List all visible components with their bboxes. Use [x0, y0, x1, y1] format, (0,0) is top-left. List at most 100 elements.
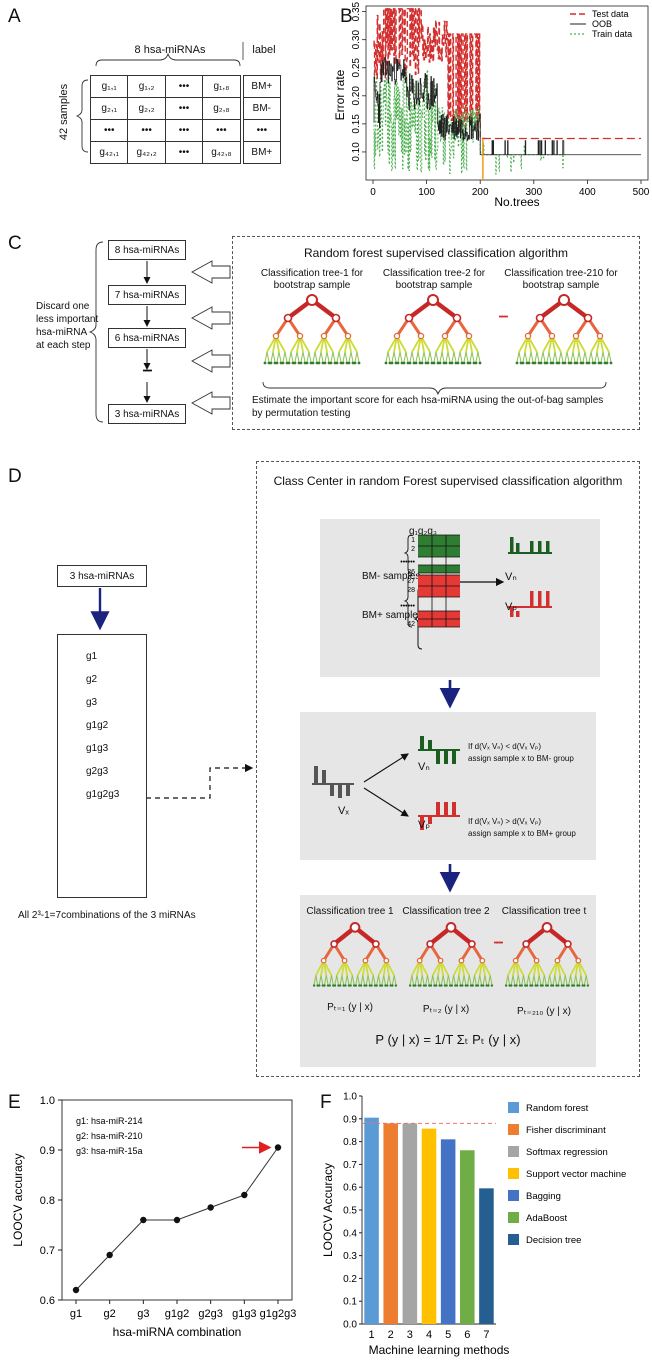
rule-bm-minus-action: assign sample x to BM- group	[468, 754, 574, 763]
legend-label: Fisher discriminant	[526, 1125, 606, 1136]
tree-leaf	[581, 984, 584, 987]
bm-minus-row-26	[418, 565, 460, 573]
step-box-7: 7 hsa-miRNAs	[108, 285, 186, 305]
rule-bm-minus: If d(Vₓ Vₙ) < d(Vₓ Vₚ)assign sample x to…	[468, 741, 574, 765]
tree-branch	[314, 351, 318, 363]
tree-branch	[429, 351, 433, 363]
tree-leaf	[379, 984, 382, 987]
tree-branch	[463, 975, 467, 985]
tree-node	[320, 332, 328, 340]
tree-node	[330, 940, 338, 948]
tree-leaf	[490, 984, 494, 987]
y-tick-label: 0.20	[351, 86, 362, 106]
tree-branch	[430, 975, 434, 985]
tree-leaf	[428, 984, 431, 987]
tree-node	[583, 313, 593, 323]
tree-node	[575, 957, 582, 964]
bar-6	[460, 1150, 475, 1324]
tree-leaf	[515, 984, 518, 987]
tree-leaf	[323, 361, 327, 365]
tree-branch	[445, 351, 449, 363]
table-row: •••••••••••••••	[90, 119, 282, 142]
tree-leaf	[287, 361, 291, 365]
tree-leaf	[396, 361, 400, 365]
tree-node	[416, 957, 423, 964]
tree-branch	[386, 975, 390, 985]
tree-leaf	[444, 361, 448, 365]
tree-node	[331, 313, 341, 323]
tree-branch	[552, 351, 556, 363]
tree-leaf	[316, 984, 319, 987]
tree-branch	[546, 351, 550, 363]
tree-leaf	[394, 361, 398, 365]
tree-branch	[313, 975, 317, 985]
matrix-row-number: 27	[407, 578, 415, 585]
vp-centroid-bar	[538, 591, 542, 607]
tree-leaf	[420, 361, 424, 365]
trees-ellipsis: ••••••	[498, 314, 509, 321]
tree-branch	[578, 975, 582, 985]
tree-leaf	[311, 361, 315, 365]
x-tick-label: 1	[369, 1329, 375, 1341]
combo-item: g3	[86, 697, 98, 708]
tree-label-1-line-1: Classification tree-1 for	[260, 268, 364, 279]
tree-leaf	[424, 984, 427, 987]
tree-leaf	[345, 361, 349, 365]
data-point	[72, 1286, 80, 1294]
tree-branch	[282, 351, 286, 363]
tree-leaf	[583, 984, 586, 987]
tree-leaf	[299, 361, 303, 365]
bm-plus-label: BM+ samples	[362, 610, 423, 621]
tree-branch	[521, 975, 524, 985]
tree-branch	[528, 975, 531, 985]
tree-leaf	[530, 984, 534, 987]
tree-node	[468, 940, 476, 948]
tree-branch	[468, 975, 472, 985]
tree-branch	[346, 975, 350, 985]
tree-branch	[558, 351, 562, 363]
tree-leaf	[321, 984, 325, 987]
tree-branch	[357, 975, 360, 985]
vp-centroid-bar	[510, 607, 514, 617]
tree-branch	[270, 351, 274, 363]
tree-leaf	[275, 361, 279, 365]
tree-branch	[475, 351, 479, 363]
tree-node	[393, 332, 401, 340]
tree-branch	[554, 975, 558, 985]
y-tick-label: 0.7	[343, 1160, 357, 1171]
importance-note: Estimate the important score for each hs…	[252, 394, 632, 420]
tree-leaf	[577, 984, 581, 987]
importance-note-line-2: by permutation testing	[252, 408, 351, 419]
tree-branch	[399, 351, 403, 363]
tree-branch	[538, 975, 542, 985]
tree-branch	[367, 975, 371, 985]
tree-leaf	[448, 984, 452, 987]
tree-branch	[435, 351, 439, 363]
y-tick-label: 0.0	[343, 1320, 357, 1331]
tree-leaf	[373, 984, 377, 987]
tree-leaf	[472, 361, 476, 365]
tree-leaf	[328, 984, 331, 987]
tree-leaf	[534, 984, 537, 987]
tree-node	[344, 332, 352, 340]
tree-branch	[453, 351, 457, 363]
x-tick-label: g2g3	[198, 1308, 222, 1320]
tree-branch	[308, 351, 312, 363]
tree-branch	[344, 351, 348, 363]
tree-branch	[606, 351, 610, 363]
tree-node	[522, 940, 530, 948]
tree-branch	[266, 351, 270, 363]
tree-branch	[324, 975, 327, 985]
tree-leaf	[303, 361, 307, 365]
tree-branch	[451, 975, 455, 985]
tree-leaf	[400, 361, 404, 365]
three-mirna-box: 3 hsa-miRNAs	[57, 565, 147, 587]
tree-leaf	[476, 984, 480, 987]
tree-branch	[376, 975, 379, 985]
tree-branch	[463, 351, 467, 363]
panel-a-side-label: 42 samples	[58, 83, 70, 141]
tree-branch	[560, 351, 564, 363]
